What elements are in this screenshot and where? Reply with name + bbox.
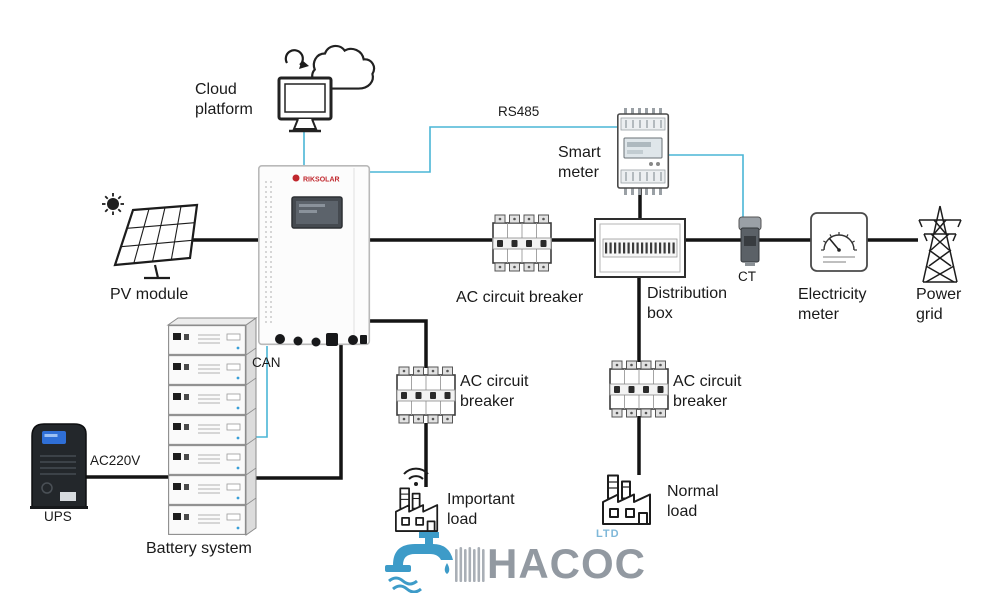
battery-system-icon xyxy=(166,317,258,536)
watermark-suffix: LTD xyxy=(596,528,620,540)
label-ct: CT xyxy=(738,269,756,284)
label-power-grid: Power grid xyxy=(916,286,962,323)
ups-icon xyxy=(30,423,88,509)
label-smart-meter: Smart meter xyxy=(558,144,601,181)
ac-breaker-important-icon xyxy=(396,366,456,424)
watermark-faucet-icon xyxy=(385,532,453,593)
label-pv-module: PV module xyxy=(110,286,189,303)
electricity-meter-icon xyxy=(810,212,868,272)
pv-module-icon xyxy=(102,193,199,280)
ac-breaker-normal-icon xyxy=(609,360,669,418)
label-can: CAN xyxy=(252,355,281,370)
smart-meter-icon xyxy=(617,108,670,195)
label-distribution-box: Distribution box xyxy=(647,285,728,322)
normal-load-icon xyxy=(602,474,651,525)
label-cloud-platform: Cloud platform xyxy=(195,81,253,118)
ac-breaker-main-icon xyxy=(492,214,552,272)
cloud-monitor-icon xyxy=(277,76,333,133)
label-ac-breaker-main: AC circuit breaker xyxy=(456,289,584,306)
label-electricity-meter: Electricity meter xyxy=(798,286,867,323)
watermark-name: HACOC xyxy=(487,540,646,587)
wifi-icon xyxy=(403,467,429,486)
distribution-box-icon xyxy=(594,218,686,278)
comm-wiring xyxy=(252,126,744,438)
label-rs485: RS485 xyxy=(498,104,540,119)
power-grid-icon xyxy=(918,205,962,283)
label-ac-breaker-normal: AC circuit breaker xyxy=(673,373,742,410)
important-load-icon xyxy=(395,487,439,532)
watermark-radiator-icon xyxy=(455,547,485,582)
label-ups: UPS xyxy=(44,509,72,524)
inverter-icon: RIKSOLAR xyxy=(258,165,371,347)
power-wiring xyxy=(86,188,918,487)
sync-arrow-icon xyxy=(284,49,309,69)
label-battery-system: Battery system xyxy=(146,540,252,557)
label-ac-breaker-important: AC circuit breaker xyxy=(460,373,529,410)
inverter-brand: RIKSOLAR xyxy=(303,177,340,184)
label-ac220v: AC220V xyxy=(90,453,141,468)
label-important-load: Important load xyxy=(447,491,515,528)
label-normal-load: Normal load xyxy=(667,483,719,520)
ct-icon xyxy=(738,216,762,266)
